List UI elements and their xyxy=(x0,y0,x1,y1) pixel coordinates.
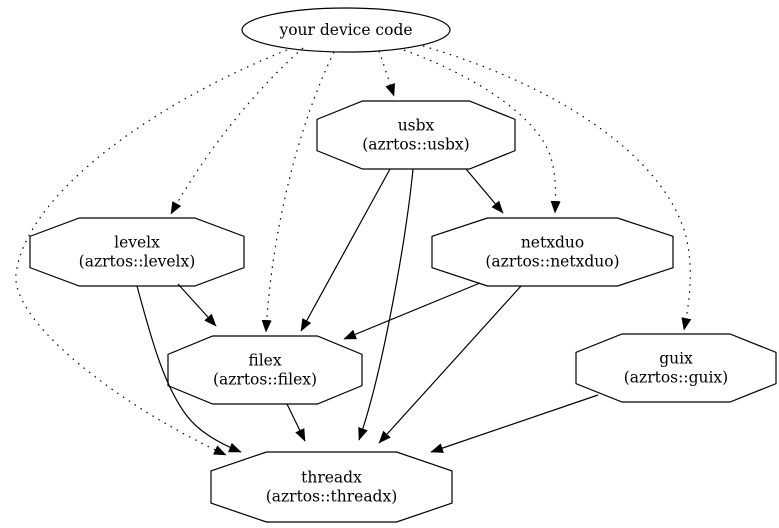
node-usbx-label-line2: (azrtos::usbx) xyxy=(362,136,469,154)
edges-layer xyxy=(15,45,692,456)
node-filex-shape xyxy=(167,335,363,405)
edge-filex-to-threadx xyxy=(286,403,306,442)
nodes-layer: your device codeusbx(azrtos::usbx)levelx… xyxy=(29,7,777,523)
edge-usbx-to-threadx xyxy=(358,168,414,441)
node-levelx-label-line2: (azrtos::levelx) xyxy=(79,253,196,271)
node-usbx: usbx(azrtos::usbx) xyxy=(316,100,516,170)
node-usbx-shape xyxy=(316,100,516,170)
node-threadx-label-line1: threadx xyxy=(301,469,362,487)
edge-levelx-to-threadx xyxy=(136,285,242,453)
edge-device-to-levelx xyxy=(170,47,304,215)
edge-netxduo-to-filex xyxy=(343,282,481,340)
node-guix: guix(azrtos::guix) xyxy=(575,333,777,403)
edge-device-to-filex xyxy=(261,51,335,333)
node-filex: filex(azrtos::filex) xyxy=(167,335,363,405)
node-filex-label-line2: (azrtos::filex) xyxy=(213,371,317,389)
node-netxduo-label-line2: (azrtos::netxduo) xyxy=(485,253,619,271)
node-threadx-shape xyxy=(210,451,453,523)
edge-levelx-to-filex xyxy=(177,283,217,327)
node-netxduo-shape xyxy=(431,217,674,287)
edge-device-to-usbx xyxy=(378,50,395,97)
edge-device-to-netxduo xyxy=(403,49,561,214)
node-usbx-label-line1: usbx xyxy=(398,117,435,135)
edge-guix-to-threadx xyxy=(430,394,599,453)
node-levelx: levelx(azrtos::levelx) xyxy=(29,217,245,287)
node-guix-label-line2: (azrtos::guix) xyxy=(624,369,728,387)
node-levelx-label-line1: levelx xyxy=(114,234,160,252)
edge-device-to-threadx xyxy=(15,49,288,456)
node-threadx: threadx(azrtos::threadx) xyxy=(210,451,453,523)
node-threadx-label-line2: (azrtos::threadx) xyxy=(266,488,398,506)
node-device-label-line1: your device code xyxy=(278,21,412,39)
node-netxduo: netxduo(azrtos::netxduo) xyxy=(431,217,674,287)
edge-usbx-to-filex xyxy=(300,168,391,332)
edge-usbx-to-netxduo xyxy=(465,168,504,214)
node-netxduo-label-line1: netxduo xyxy=(521,234,584,252)
node-guix-shape xyxy=(575,333,777,403)
edge-device-to-guix xyxy=(422,45,692,331)
node-guix-label-line1: guix xyxy=(659,350,693,368)
node-device-shape xyxy=(241,7,451,53)
node-filex-label-line1: filex xyxy=(248,352,281,370)
edge-netxduo-to-threadx xyxy=(378,285,522,444)
node-device: your device code xyxy=(241,7,451,53)
node-levelx-shape xyxy=(29,217,245,287)
